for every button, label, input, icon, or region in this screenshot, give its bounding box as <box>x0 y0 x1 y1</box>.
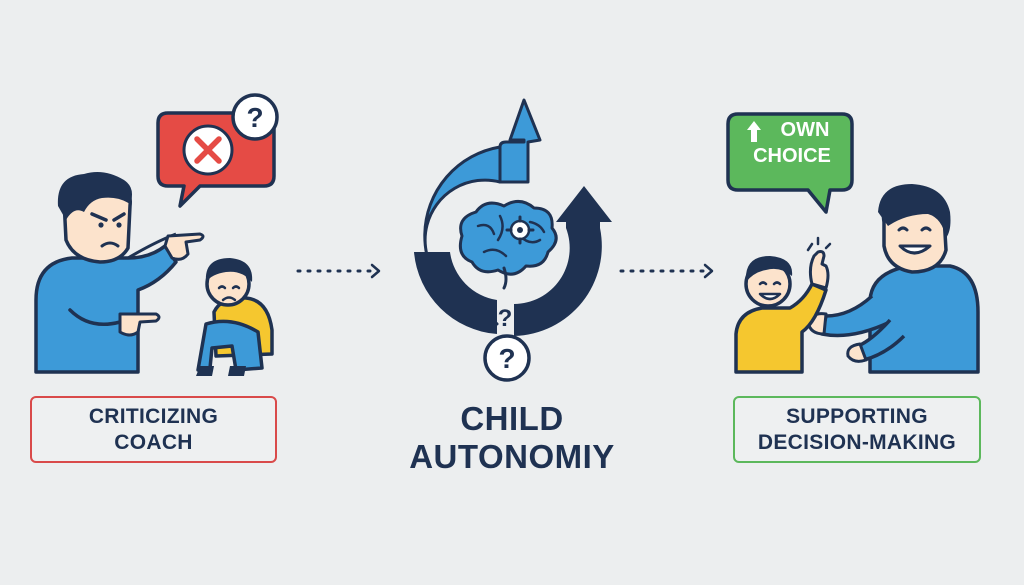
question-mark-icon: ? ? <box>483 305 531 382</box>
center-title-line1: CHILD <box>460 400 564 437</box>
right-label-line1: SUPPORTING <box>786 404 928 428</box>
own-choice-speech-bubble <box>726 112 854 214</box>
svg-text:?: ? <box>498 343 515 374</box>
supportive-adult-icon <box>806 184 980 374</box>
angry-coach-icon <box>34 172 205 374</box>
up-arrow-icon <box>747 121 761 142</box>
criticizing-coach-label: CRITICIZING COACH <box>30 396 277 463</box>
right-label-line2: DECISION-MAKING <box>757 430 957 454</box>
left-label-line1: CRITICIZING <box>88 404 219 428</box>
child-autonomy-title: CHILD AUTONOMIY <box>352 400 672 476</box>
question-mark-icon: ? <box>231 93 279 141</box>
left-label-line2: COACH <box>114 430 193 454</box>
cross-mark-icon <box>182 124 234 176</box>
bubble-line2: CHOICE <box>753 145 831 167</box>
supporting-decision-label: SUPPORTING DECISION-MAKING <box>733 396 981 463</box>
svg-text:?: ? <box>246 102 263 133</box>
happy-child-icon <box>734 236 832 374</box>
center-title-line2: AUTONOMIY <box>409 438 615 475</box>
autonomy-cycle-icon <box>414 98 612 336</box>
brain-gear-icon <box>458 200 558 290</box>
bubble-line1: OWN <box>780 119 830 141</box>
dotted-arrow-left <box>296 263 381 279</box>
dotted-arrow-right <box>619 263 714 279</box>
svg-text:?: ? <box>498 305 513 332</box>
sad-child-icon <box>196 258 274 376</box>
own-choice-bubble-text: OWN CHOICE <box>733 117 851 169</box>
